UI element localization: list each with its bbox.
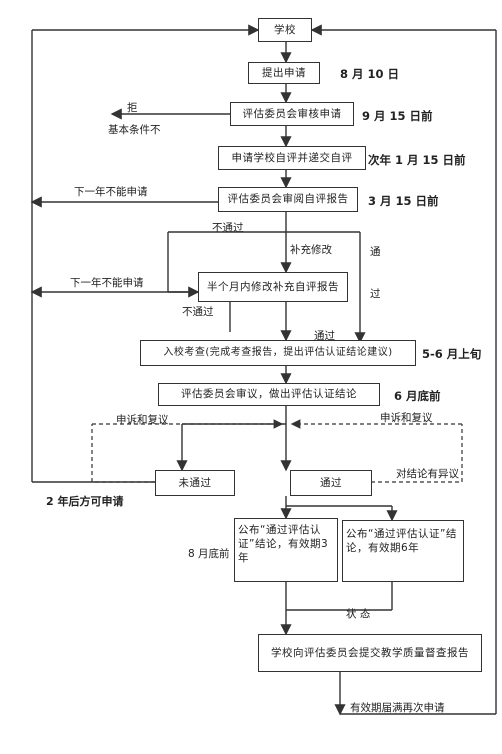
label-appeal-right: 申诉和复议 — [380, 412, 433, 424]
label-objection: 对结论有异议 — [396, 468, 459, 480]
label-reject: 拒 — [127, 102, 138, 114]
label-two-years: 2 年后方可申请 — [46, 495, 124, 508]
label-pass: 通过 — [314, 330, 335, 342]
revise-box: 半个月内修改补充自评报告 — [198, 272, 348, 302]
quality-report-box: 学校向评估委员会提交教学质量督查报告 — [258, 634, 482, 672]
not-passed-box: 未通过 — [155, 470, 235, 496]
date-mar15: 3 月 15 日前 — [368, 194, 439, 208]
date-jan15: 次年 1 月 15 日前 — [368, 153, 466, 167]
date-jun-end: 6 月底前 — [394, 389, 441, 403]
label-next-year-1: 下一年不能申请 — [74, 186, 148, 198]
committee-decision-box: 评估委员会审议，做出评估认证结论 — [158, 383, 380, 406]
date-aug10: 8 月 10 日 — [340, 67, 400, 81]
date-aug-end: 8 月底前 — [188, 548, 230, 560]
publish-6yr-box: 公布“通过评估认证”结论，有效期6年 — [342, 520, 464, 582]
date-may-jun: 5-6 月上旬 — [422, 347, 482, 361]
label-tong: 通 — [370, 246, 381, 258]
label-basic-not: 基本条件不 — [108, 124, 161, 136]
date-sep15: 9 月 15 日前 — [362, 109, 433, 123]
label-appeal-left: 申诉和复议 — [116, 414, 169, 426]
label-status: 状 态 — [346, 608, 371, 620]
submit-box: 提出申请 — [248, 62, 320, 84]
committee-review-app-box: 评估委员会审核申请 — [230, 102, 354, 126]
committee-review-report-box: 评估委员会审阅自评报告 — [218, 187, 358, 212]
label-reapply: 有效期届满再次申请 — [350, 702, 445, 714]
school-self-eval-box: 申请学校自评并递交自评 — [218, 146, 366, 170]
site-inspection-box: 入校考查(完成考查报告，提出评估认证结论建议) — [140, 340, 416, 366]
label-supplement: 补充修改 — [290, 244, 332, 256]
label-guo: 过 — [370, 288, 381, 300]
label-not-pass-2: 不通过 — [182, 306, 214, 318]
label-not-pass-1: 不通过 — [212, 222, 244, 234]
publish-3yr-box: 公布“通过评估认证”结论，有效期3年 — [234, 518, 338, 582]
school-box: 学校 — [258, 18, 312, 42]
label-next-year-2: 下一年不能申请 — [70, 277, 144, 289]
passed-box: 通过 — [290, 470, 372, 496]
